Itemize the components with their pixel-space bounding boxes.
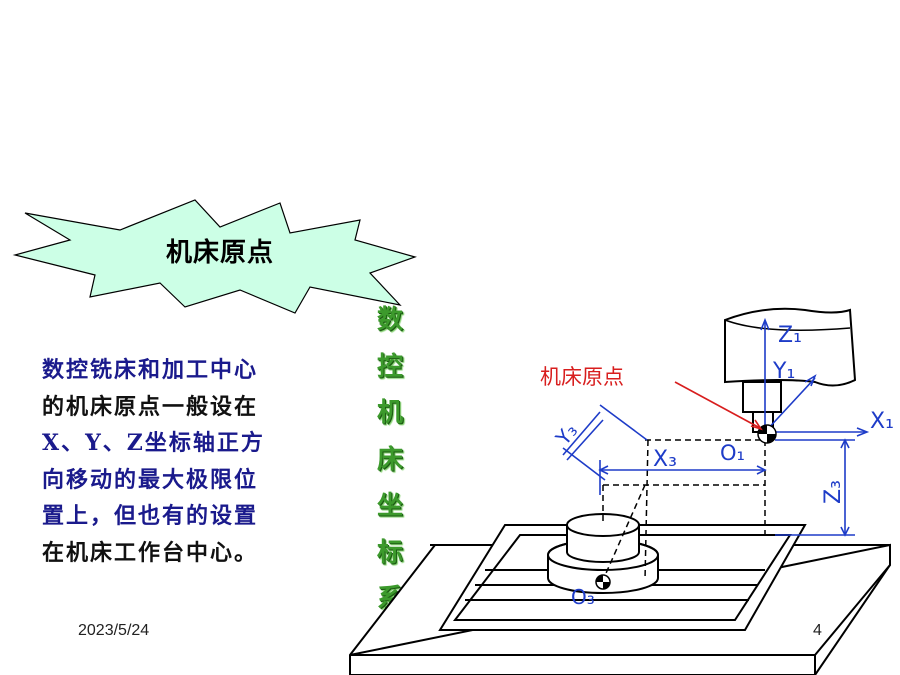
axes (562, 317, 870, 537)
origin-label: 机床原点 (540, 365, 624, 389)
vtitle-char-1: 数 (376, 305, 403, 335)
vtitle-char-6: 标 (376, 537, 403, 568)
spindle (742, 381, 782, 413)
title-starburst (12, 199, 417, 314)
o1-label: O₁ (720, 441, 745, 465)
y1-label: Y₁ (772, 359, 795, 384)
origin-pointer (674, 381, 761, 429)
para-line-2: 的机床原点一般设在 (42, 393, 259, 420)
projection-lines (602, 439, 766, 581)
para-line-6: 在机床工作台中心。 (42, 539, 259, 566)
para-line-5: 置上，但也有的设置 (42, 503, 259, 529)
origin-markers (595, 424, 777, 590)
vtitle-char-5: 坐 (376, 491, 403, 521)
para-line-3: X、Y、Z坐标轴正方 (42, 430, 265, 456)
page-number: 4 (813, 622, 822, 639)
z3-label: Z₃ (821, 480, 846, 504)
table-inner (452, 534, 792, 621)
machine-diagram: 机床原点 Z₁ Y₁ X₁ O₁ X₃ Y₃ Z₃ O₃ (349, 307, 894, 675)
x1-label: X₁ (870, 409, 894, 434)
x3-label: X₃ (653, 447, 677, 472)
page-title: 机床原点 (165, 238, 274, 268)
para-line-1: 数控铣床和加工中心 (42, 357, 259, 383)
machine-drawing (349, 307, 891, 675)
z1-label: Z₁ (778, 323, 802, 348)
vtitle-char-4: 床 (376, 444, 403, 475)
o3-label: O₃ (571, 585, 595, 609)
workpiece-top (566, 513, 640, 537)
vtitle-char-3: 机 (376, 398, 403, 428)
footer-date: 2023/5/24 (78, 622, 150, 639)
y3-label: Y₃ (550, 419, 582, 451)
y1-axis (764, 377, 816, 433)
body-paragraph: 数控铣床和加工中心 的机床原点一般设在 X、Y、Z坐标轴正方 向移动的最大极限位… (42, 352, 342, 571)
para-line-4: 向移动的最大极限位 (42, 466, 259, 493)
starburst-shape (12, 199, 417, 314)
vtitle-char-2: 控 (376, 351, 403, 382)
